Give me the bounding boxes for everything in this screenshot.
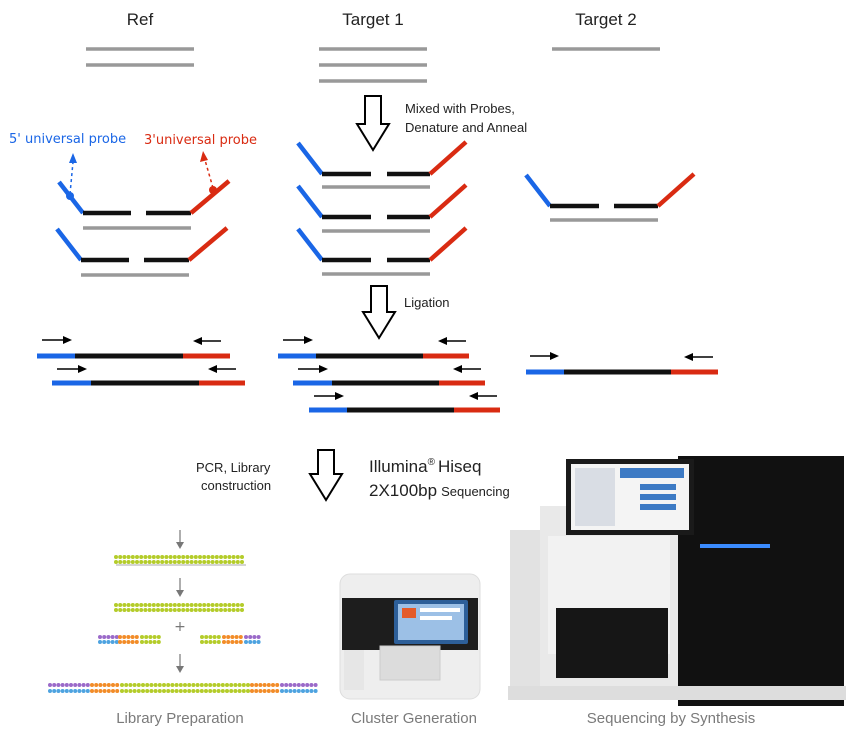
probe-pair: [57, 179, 231, 230]
step-label-pcr-line-1: PCR, Library: [196, 460, 271, 475]
target1-initial-strands: [319, 47, 427, 83]
bead-strand: [244, 640, 261, 644]
bead-strand: [114, 603, 244, 607]
bead-strand: [222, 640, 243, 644]
ref-initial-strands: [86, 47, 194, 67]
bead-strand: [244, 635, 261, 639]
bead-strand: [250, 689, 280, 693]
bead-strand: [90, 683, 120, 687]
bead-strand: [114, 555, 244, 559]
step-arrow-anneal: [355, 95, 391, 152]
three-prime-probe-label: 3'universal probe: [144, 133, 257, 148]
step-arrow-pcr: [308, 449, 344, 502]
target2-ligated-product: [526, 352, 718, 375]
library-preparation-illustration: +: [48, 530, 318, 693]
column-header-ref: Ref: [127, 10, 154, 29]
bead-strand: [280, 683, 318, 687]
bead-strand: [200, 640, 221, 644]
bead-strand: [250, 683, 280, 687]
bead-strand: [98, 640, 119, 644]
read-suffix: Sequencing: [441, 484, 510, 499]
caption-library-preparation: Library Preparation: [116, 710, 244, 727]
bead-strand: [118, 635, 139, 639]
bead-strand: [48, 689, 90, 693]
column-header-target-2: Target 2: [575, 10, 636, 29]
bead-strand: [114, 560, 244, 564]
probe-pair: [55, 226, 229, 277]
five-prime-probe-label: 5' universal probe: [9, 132, 126, 147]
target1-annealed-probes: [296, 140, 468, 276]
sequencer-read-length: 2X100bp Sequencing: [369, 481, 510, 500]
bead-strand: [48, 683, 90, 687]
bead-strand: [222, 635, 243, 639]
bead-strand: [120, 683, 250, 687]
step-label-anneal-line-1: Mixed with Probes,: [405, 101, 515, 116]
ligated-product: [52, 365, 245, 386]
bead-strand: [280, 689, 318, 693]
ref-ligated-products: [37, 336, 245, 386]
sequencer-model: Hiseq: [438, 457, 481, 476]
three-prime-callout: [200, 151, 217, 194]
plus-sign: +: [174, 619, 186, 635]
cluster-generation-instrument: [339, 573, 481, 700]
ligated-product: [293, 365, 485, 386]
caption-sequencing-by-synthesis: Sequencing by Synthesis: [587, 710, 755, 727]
ligated-product: [278, 336, 469, 359]
step-label-anneal-line-2: Denature and Anneal: [405, 120, 527, 135]
bead-strand: [90, 689, 120, 693]
sequencer-brand: Illumina: [369, 457, 428, 476]
target2-annealed-probes: [524, 172, 696, 222]
step-label-pcr-line-2: construction: [201, 478, 271, 493]
column-header-target-1: Target 1: [342, 10, 403, 29]
bead-strand: [120, 689, 250, 693]
step-arrow-ligation: [361, 285, 397, 340]
target1-ligated-products: [278, 336, 500, 413]
bead-strand: [200, 635, 221, 639]
ref-annealed-probes: [55, 179, 231, 277]
bead-strand: [114, 608, 244, 612]
probe-pair: [296, 226, 468, 276]
read-length: 2X100bp: [369, 481, 437, 500]
registered-mark: ®: [428, 457, 436, 468]
caption-cluster-generation: Cluster Generation: [351, 710, 477, 727]
step-label-ligation: Ligation: [404, 295, 450, 310]
bead-strand: [140, 635, 161, 639]
probe-pair: [296, 183, 468, 233]
ligated-product: [37, 336, 230, 359]
bead-strand: [140, 640, 161, 644]
bead-strand: [98, 635, 119, 639]
hiseq-instrument: [508, 456, 846, 706]
ligated-product: [309, 392, 500, 413]
bead-strand: [118, 640, 139, 644]
sequencer-title: Illumina®Hiseq: [369, 457, 481, 476]
probe-pair: [296, 140, 468, 189]
